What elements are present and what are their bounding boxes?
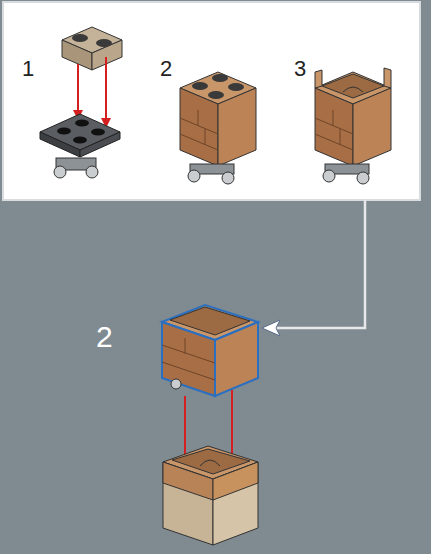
callout-leader [276,200,365,328]
callout-step-number: 2 [160,58,172,80]
submodel [162,305,258,468]
callout-step-number: 3 [294,58,306,80]
callout-panel [3,2,420,200]
step3-model [315,68,391,184]
step-number: 2 [96,322,113,352]
callout-arrowhead [262,320,280,336]
step1-parts [40,27,122,178]
base-block [163,446,258,545]
callout-step-number: 1 [22,58,34,80]
step2-model [180,72,256,184]
